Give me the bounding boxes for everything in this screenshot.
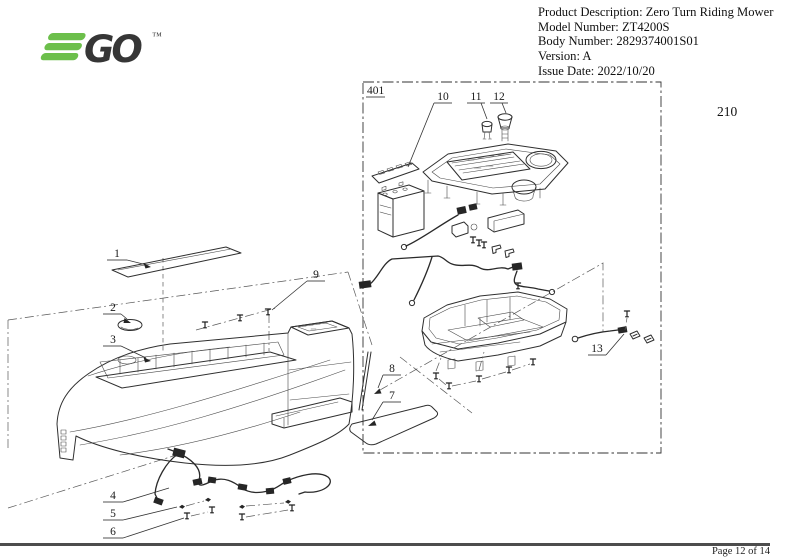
bin-mounting-screws xyxy=(432,351,537,390)
part-9-screws xyxy=(201,308,272,329)
part-3-body xyxy=(56,320,355,466)
section-box-401: 401 xyxy=(362,81,662,454)
part-6-screws xyxy=(183,504,296,521)
harness-module-group xyxy=(358,203,556,307)
callout-1: 1 xyxy=(114,248,120,260)
page-footer-label: Page 12 of 14 xyxy=(711,546,770,557)
ego-logo-e-bars xyxy=(40,33,86,61)
callout-8: 8 xyxy=(389,363,395,375)
part-13-cable xyxy=(571,310,655,344)
part-12-key-switch xyxy=(497,113,513,142)
console-tray xyxy=(422,143,569,206)
part-11-switch xyxy=(481,120,493,140)
callout-3: 3 xyxy=(110,334,116,346)
storage-bin xyxy=(421,282,568,372)
part-8-strip xyxy=(358,351,372,411)
ego-logo: GO ™ xyxy=(40,28,162,65)
model-number-line: Model Number: ZT4200S xyxy=(538,19,670,34)
callout-4: 4 xyxy=(110,490,116,502)
callout-11: 11 xyxy=(470,91,481,103)
ego-logo-tm: ™ xyxy=(152,31,162,42)
body-number-line: Body Number: 2829374001S01 xyxy=(538,34,699,49)
part-7-panel xyxy=(349,404,439,446)
part-5-clips xyxy=(179,497,291,509)
footer-rule xyxy=(0,543,770,546)
ego-logo-go-text: GO xyxy=(84,28,142,65)
issue-date-line: Issue Date: 2022/10/20 xyxy=(538,63,655,78)
product-info: Product Description: Zero Turn Riding Mo… xyxy=(538,5,773,79)
product-description-line: Product Description: Zero Turn Riding Mo… xyxy=(538,5,774,19)
section-box-label: 401 xyxy=(367,85,385,97)
callout-12: 12 xyxy=(493,91,505,103)
version-line: Version: A xyxy=(538,49,592,64)
callout-9: 9 xyxy=(313,269,319,281)
callout-5: 5 xyxy=(110,508,116,520)
part-10-battery xyxy=(371,161,425,238)
callout-6: 6 xyxy=(110,526,116,538)
part-4-harness xyxy=(153,447,331,506)
callout-7: 7 xyxy=(389,390,395,402)
part-1-decal-panel xyxy=(111,246,242,278)
callout-13: 13 xyxy=(591,343,603,355)
phantom-lines xyxy=(7,258,604,509)
callout-2: 2 xyxy=(110,302,116,314)
part-2-cap xyxy=(117,319,143,331)
callout-10: 10 xyxy=(437,91,449,103)
figure-number: 210 xyxy=(717,104,738,119)
callout-labels: 1 2 3 4 5 6 7 8 9 10 11 xyxy=(103,91,625,539)
